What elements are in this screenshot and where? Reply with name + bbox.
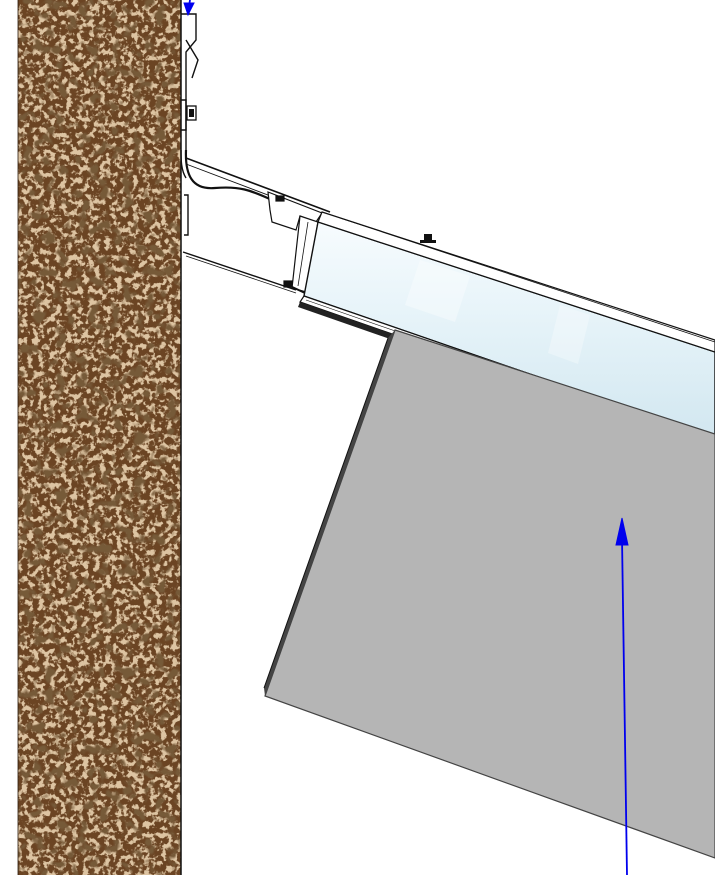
- cable: [184, 149, 273, 202]
- awning-blind: [263, 329, 715, 859]
- leader-arrow-top: [183, 0, 195, 17]
- wall-bracket: [180, 13, 199, 236]
- cap-bolt: [420, 234, 436, 243]
- leader-arrow: [615, 517, 629, 875]
- mounting-bolt: [186, 105, 197, 121]
- wall-section: [17, 0, 182, 875]
